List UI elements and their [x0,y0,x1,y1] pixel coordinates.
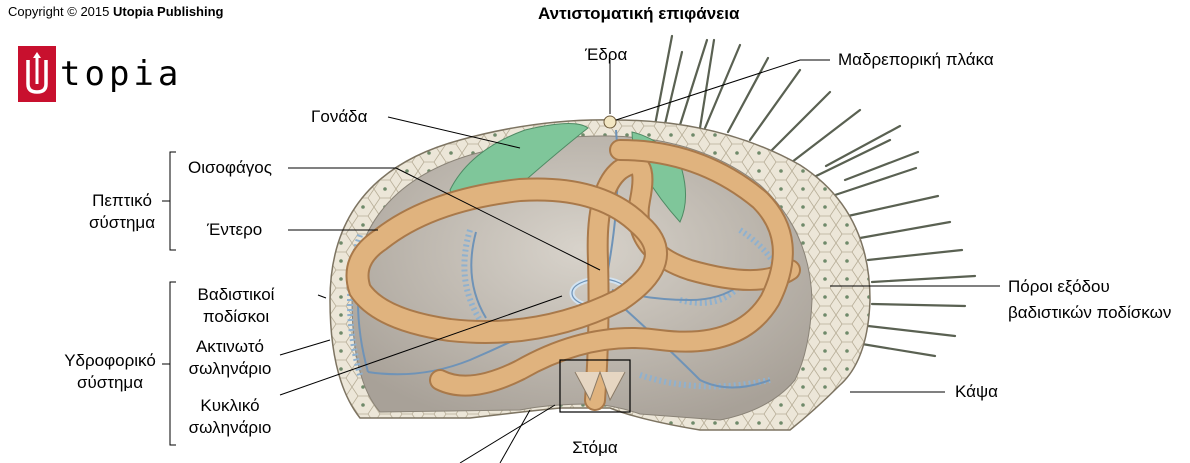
label-esophagus: Οισοφάγος [188,157,272,179]
label-radial-canal-2: σωληνάριο [180,358,280,380]
label-water-system-2: σύστημα [58,372,162,394]
label-digestive-system-2: σύστημα [82,212,162,234]
label-gonad: Γονάδα [311,106,367,128]
label-mouth: Στόμα [562,437,628,459]
label-pores-1: Πόροι εξόδου [1008,276,1110,298]
apical-pole [604,116,616,128]
label-ring-canal-2: σωληνάριο [180,417,280,439]
label-intestine: Έντερο [207,219,262,241]
label-water-system-1: Υδροφορικό [58,350,162,372]
label-test: Κάψα [955,381,998,403]
label-madreporic-plate: Μαδρεπορική πλάκα [838,49,994,71]
label-pores-2: βαδιστικών ποδίσκων [1008,302,1171,324]
label-radial-feet-2: ποδίσκοι [186,306,286,328]
label-ring-canal-1: Κυκλικό [180,395,280,417]
label-radial-canal-1: Ακτινωτό [180,336,280,358]
label-digestive-system-1: Πεπτικό [82,190,162,212]
label-edra: Έδρα [585,44,627,66]
brackets [162,152,176,445]
label-radial-feet-1: Βαδιστικοί [186,284,286,306]
